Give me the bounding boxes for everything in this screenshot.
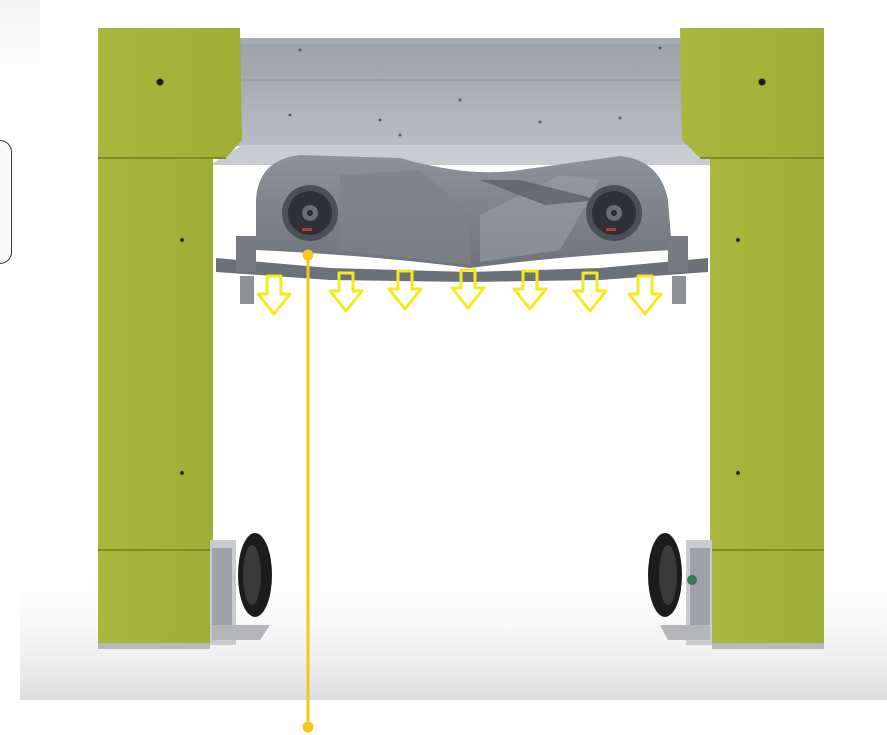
left-wheel-assembly — [210, 533, 272, 645]
right-frame-column — [680, 28, 824, 649]
fan-icon — [282, 185, 338, 241]
down-arrow-icon — [328, 271, 364, 313]
right-wheel-assembly — [648, 533, 712, 645]
callout-dot-icon — [302, 249, 314, 261]
fan-icon — [586, 185, 642, 241]
down-arrow-icon — [387, 269, 423, 311]
background-fragment — [0, 0, 40, 80]
down-arrow-icon — [572, 271, 608, 313]
down-arrow-icon — [450, 268, 486, 310]
down-arrow-icon — [627, 274, 663, 316]
callout-dot-icon — [302, 721, 314, 733]
down-arrow-icon — [512, 269, 548, 311]
airflow-arrows — [256, 268, 663, 316]
down-arrow-icon — [256, 274, 292, 316]
top-beam — [210, 38, 718, 165]
fan-housing — [216, 155, 708, 304]
left-frame-column — [98, 28, 242, 649]
callout-leader — [302, 249, 314, 733]
wheel-icon — [648, 533, 682, 617]
wheel-icon — [238, 533, 272, 617]
